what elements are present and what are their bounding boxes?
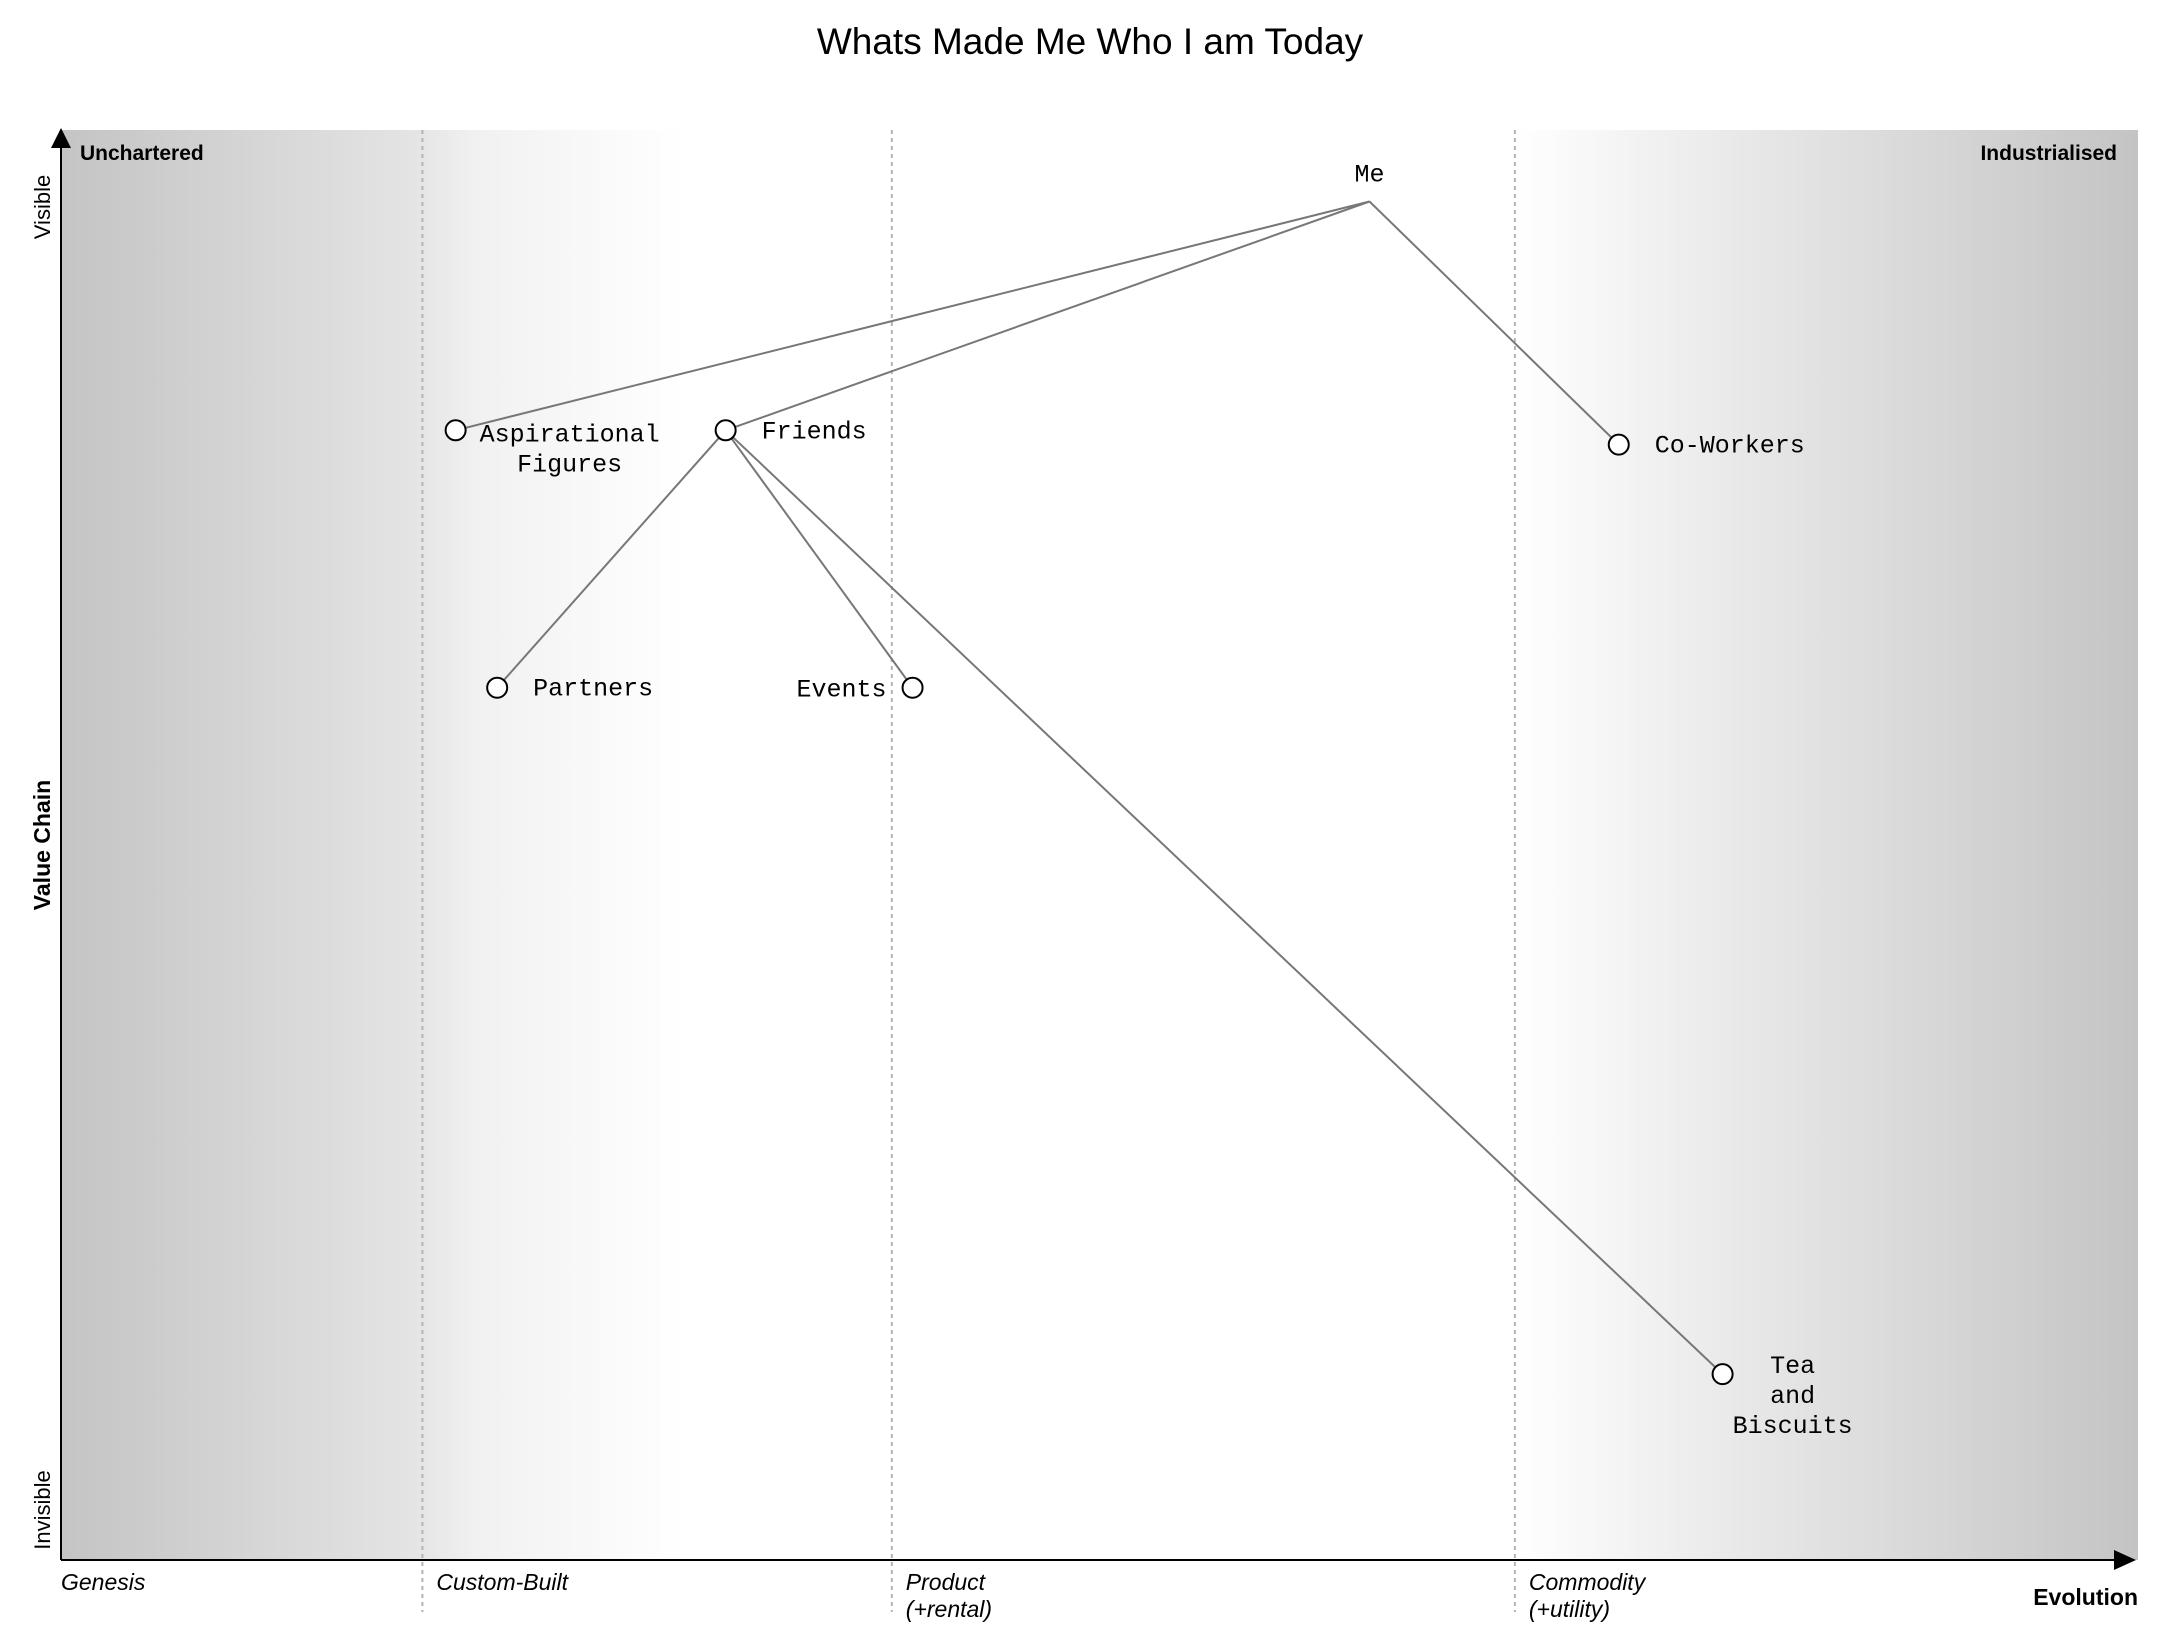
- y-axis-bottom-label: Invisible: [30, 1470, 55, 1549]
- component-marker[interactable]: [486, 676, 509, 699]
- component-events[interactable]: Events: [797, 676, 924, 705]
- stage-label-line: Genesis: [61, 1569, 146, 1595]
- component-label-line: Co-Workers: [1655, 432, 1805, 461]
- link-me-to-friends: [725, 200, 1370, 432]
- component-co-workers[interactable]: Co-Workers: [1607, 432, 1805, 461]
- map-title: Whats Made Me Who I am Today: [817, 21, 1364, 62]
- stage-label-product: Product(+rental): [906, 1569, 992, 1622]
- component-me[interactable]: Me: [1355, 161, 1385, 190]
- corner-label-unchartered: Unchartered: [80, 142, 204, 165]
- stage-label-line: Product: [906, 1569, 987, 1595]
- x-axis-label: Evolution: [2033, 1584, 2138, 1610]
- component-friends[interactable]: Friends: [714, 417, 867, 446]
- component-label: Events: [797, 676, 887, 705]
- component-label: Co-Workers: [1655, 432, 1805, 461]
- component-label-line: Me: [1355, 161, 1385, 190]
- stage-label-genesis: Genesis: [61, 1569, 146, 1595]
- x-axis-arrow: [2114, 1550, 2136, 1570]
- component-label-line: Friends: [762, 417, 867, 446]
- component-label-line: Tea: [1770, 1352, 1815, 1381]
- y-axis-arrow: [51, 128, 71, 148]
- component-marker[interactable]: [1711, 1363, 1734, 1386]
- component-label-line: Partners: [533, 675, 653, 704]
- component-label-line: Events: [797, 676, 887, 705]
- component-label-line: and: [1770, 1382, 1815, 1411]
- stage-label-line: Custom-Built: [436, 1569, 569, 1595]
- stage-label-line: (+rental): [906, 1596, 992, 1622]
- corner-label-industrialised: Industrialised: [1980, 142, 2117, 165]
- link-me-to-aspirational-figures: [455, 200, 1370, 432]
- link-me-to-co-workers: [1368, 200, 1620, 446]
- link-friends-to-events: [724, 429, 914, 689]
- y-axis-top-label: Visible: [30, 175, 55, 239]
- component-label-line: Figures: [517, 450, 622, 479]
- component-marker[interactable]: [714, 419, 737, 442]
- component-label: Friends: [762, 417, 867, 446]
- stage-label-line: (+utility): [1529, 1596, 1610, 1622]
- map-background: [61, 130, 2138, 1560]
- component-partners[interactable]: Partners: [486, 675, 653, 704]
- component-label-line: Biscuits: [1733, 1412, 1853, 1441]
- component-marker[interactable]: [1607, 433, 1630, 456]
- stage-label-line: Commodity: [1529, 1569, 1647, 1595]
- link-friends-to-partners: [496, 429, 727, 689]
- y-axis-label: Value Chain: [29, 780, 55, 910]
- link-friends-to-tea-and-biscuits: [724, 429, 1724, 1375]
- component-label: Partners: [533, 675, 653, 704]
- component-marker[interactable]: [901, 676, 924, 699]
- component-label: Me: [1355, 161, 1385, 190]
- stage-label-custom-built: Custom-Built: [436, 1569, 569, 1595]
- component-marker[interactable]: [444, 419, 467, 442]
- stage-label-commodity: Commodity(+utility): [1529, 1569, 1647, 1622]
- component-label-line: Aspirational: [480, 420, 660, 449]
